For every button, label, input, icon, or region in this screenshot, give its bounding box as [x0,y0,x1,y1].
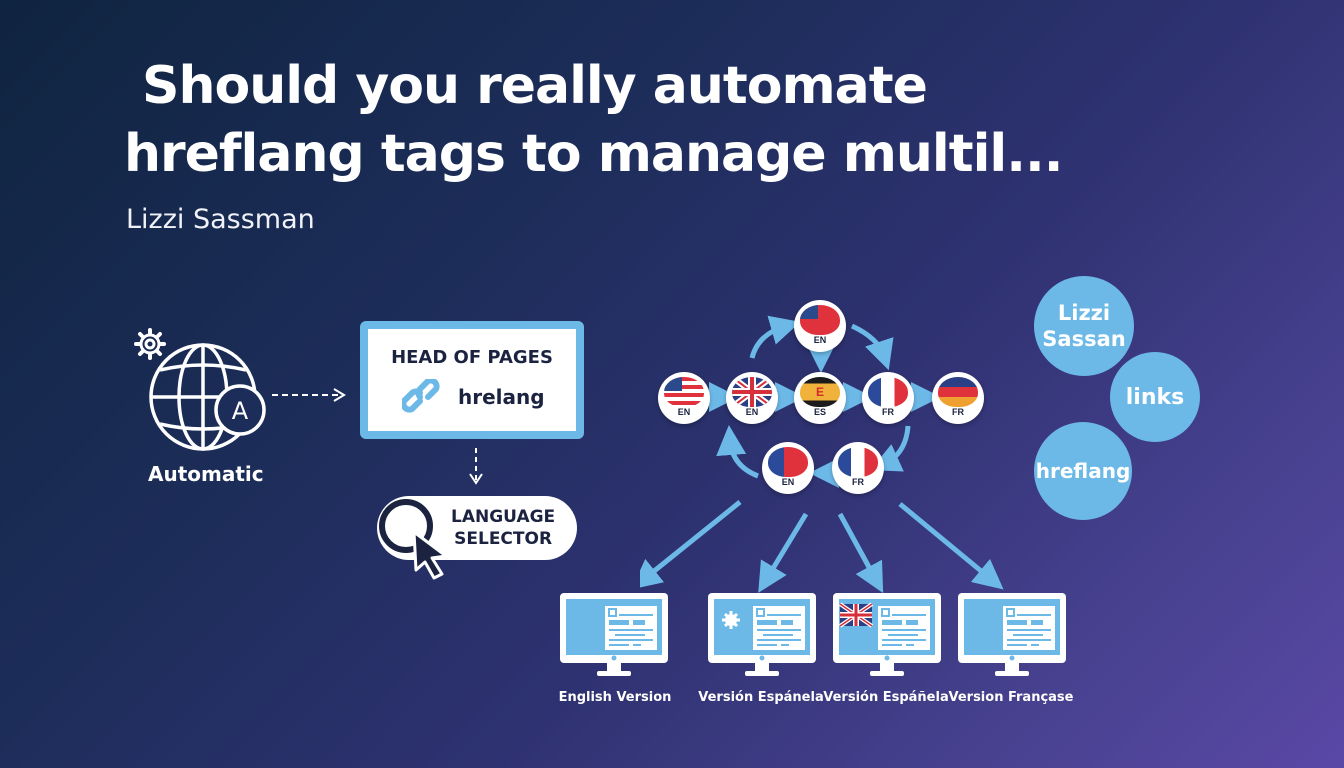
flag-node-bottom-fr[interactable]: FR [832,442,884,494]
title-line-2: hreflang tags to manage multil... [124,124,1063,184]
flag-code: EN [745,407,759,417]
dashed-arrow-right [272,388,346,402]
tag-label: hreflang [1035,459,1131,483]
uk-flag-icon [838,602,874,628]
tag-bubble-hreflang: hreflang [1034,422,1132,520]
flag-node-de[interactable]: FR [932,372,984,424]
page-title: Should you really automate hreflang tags… [124,52,1124,188]
flag-code: EN [781,477,795,487]
head-of-pages-title: HEAD OF PAGES [391,347,553,368]
flag-code: FR [882,407,894,417]
us-flag-icon [664,377,704,407]
hreflang-text: hrelang [458,385,545,409]
head-of-pages-box: HEAD OF PAGES hrelang [360,321,584,439]
flag-code: ES [813,407,826,417]
author-name: Lizzi Sassman [126,204,315,235]
language-selector-line2: SELECTOR [454,529,553,549]
flag-network-arrows [640,315,1004,594]
dashed-arrow-down [469,448,483,485]
version-label-english: English Version [558,690,672,705]
automatic-label: Automatic [148,462,264,486]
flag-node-bottom-left[interactable]: EN [762,442,814,494]
arrow-to-english [640,500,742,590]
tag-bubble-links: links [1110,352,1200,442]
arrow-top-fr [850,323,894,371]
flag-code: FR [952,407,964,417]
flag-code: EN [813,335,827,345]
tag-label: Lizzi [1057,301,1111,325]
arrow-fr-fr2 [870,425,911,472]
monitor-english [559,592,669,677]
flag-node-uk[interactable]: EN [726,372,778,424]
gear-icon [722,611,740,629]
letter-a-icon: A [214,384,266,436]
language-selector-button[interactable]: LANGUAGE SELECTOR [377,496,577,560]
version-label-espanela: Versión Espánela [698,690,824,705]
automatic-globe-group: A [134,328,266,451]
monitor-francase [957,592,1067,677]
gear-icon [134,328,166,360]
flag-node-es[interactable]: E ES [794,372,846,424]
arrow-bl-uk [716,425,759,479]
flag-node-us[interactable]: EN [658,372,710,424]
flag-code: FR [852,477,864,487]
network-arrows [640,315,1004,594]
uk-flag-icon [732,377,772,407]
arrow-uk-top [749,315,801,359]
version-label-francase: Version Françase [948,690,1074,705]
link-icon [402,379,440,413]
tag-label: links [1125,384,1185,410]
tag-bubble-author: Lizzi Sassan [1034,276,1134,376]
flag-node-fr[interactable]: FR [862,372,914,424]
blue-red-flag-icon [768,447,808,477]
monitor-espanela [707,592,817,677]
us-red-flag-icon [800,305,840,335]
flag-code: EN [677,407,691,417]
version-label-espanela-2: Versión Espáñela [823,690,949,705]
language-selector-line1: LANGUAGE [451,507,556,527]
fr-flag-icon [838,447,878,477]
title-line-1: Should you really automate [142,56,928,116]
fr-flag-icon [868,377,908,407]
arrow-to-espanela-2 [837,512,884,594]
monitor-espanela-2 [832,592,942,677]
svg-text:A: A [232,397,249,425]
tag-label: Sassan [1042,327,1126,351]
de-flag-icon [938,377,978,407]
cursor-click-icon [379,499,448,580]
flag-node-top[interactable]: EN [794,300,846,352]
arrow-to-espanela [758,512,809,593]
arrow-to-francase [898,502,1004,590]
language-selector-label: LANGUAGE SELECTOR [451,506,555,550]
es-flag-icon: E [800,377,840,407]
es-emblem: E [815,385,824,399]
